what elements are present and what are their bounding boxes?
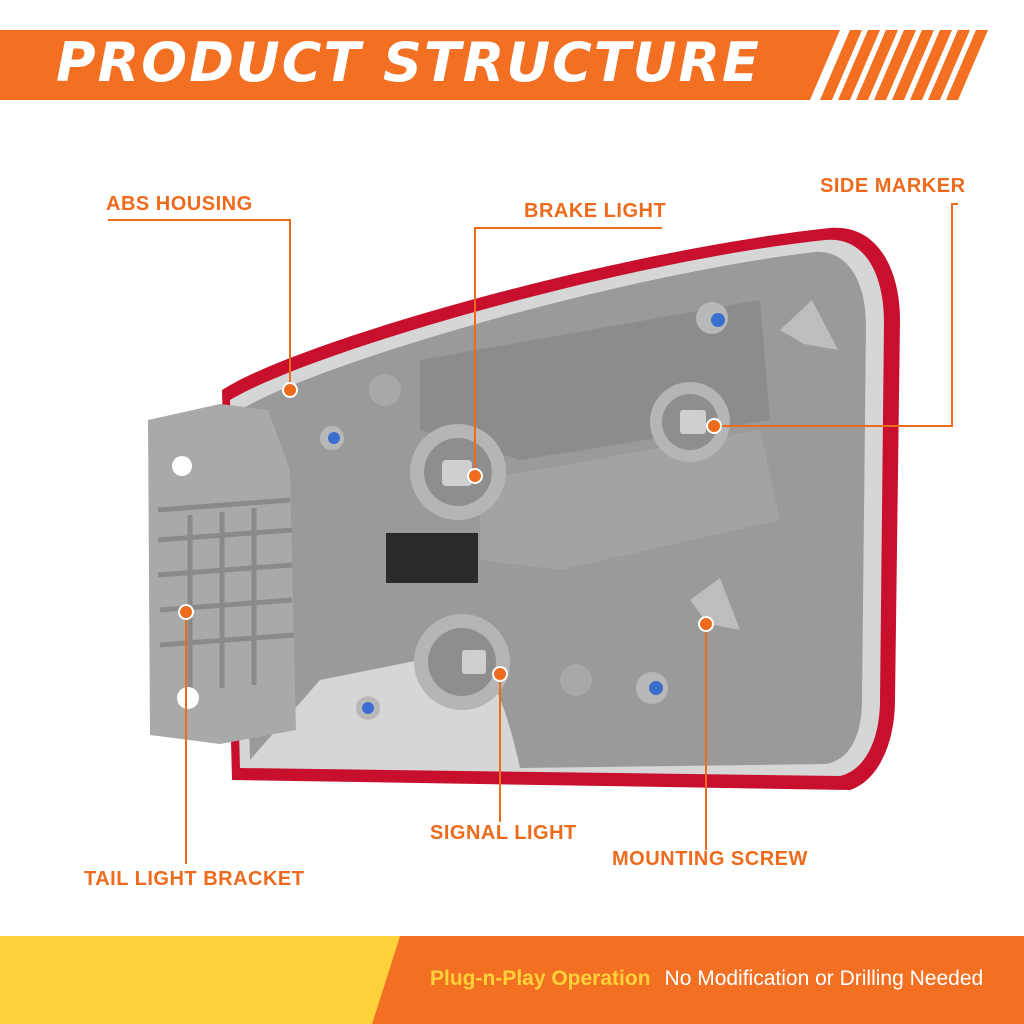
footer-orange-band (372, 936, 1024, 1024)
screw-icon (356, 696, 380, 720)
bulb-socket-icon (410, 424, 506, 520)
boss (560, 664, 592, 696)
stripes-decoration (820, 30, 988, 100)
tail-light-bracket (148, 404, 296, 744)
callout-leaders (108, 203, 958, 864)
page-title: PRODUCT STRUCTURE (56, 31, 761, 94)
lower-clip (690, 578, 740, 630)
footer-text: Plug-n-Play Operation No Modification or … (430, 964, 983, 994)
callout-mounting-screw: MOUNTING SCREW (612, 848, 808, 870)
boss (369, 374, 401, 406)
screw-icon (320, 426, 344, 450)
label-patch (386, 533, 478, 583)
callout-dots (178, 382, 722, 682)
footer-yellow-strip (0, 936, 400, 1024)
bulb-socket-icon (414, 614, 510, 710)
bulb-socket-icon (650, 382, 730, 462)
footer-banner (0, 936, 1024, 1024)
callout-signal-light: SIGNAL LIGHT (430, 822, 577, 844)
screw-icon (696, 302, 728, 334)
housing-ridge-lower (480, 430, 780, 570)
callout-brake-light: BRAKE LIGHT (524, 200, 667, 222)
banner-shape (0, 30, 840, 100)
footer-highlight: Plug-n-Play Operation (430, 967, 651, 990)
callout-tail-light-bracket: TAIL LIGHT BRACKET (84, 868, 305, 890)
side-marker-clip (780, 300, 838, 350)
callout-abs-housing: ABS HOUSING (106, 193, 253, 215)
screw-icon (636, 672, 668, 704)
footer-message: No Modification or Drilling Needed (664, 967, 984, 990)
callout-side-marker: SIDE MARKER (820, 175, 966, 197)
header-banner (0, 30, 988, 100)
